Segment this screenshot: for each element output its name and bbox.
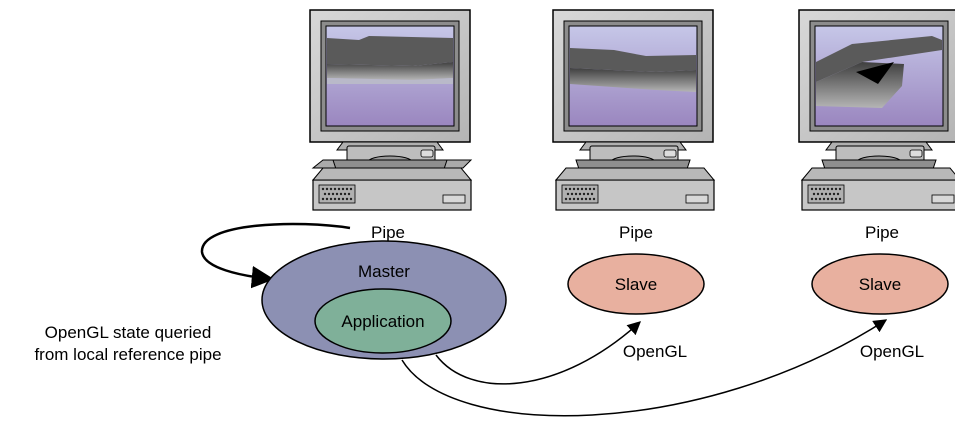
pipe-label-2: Pipe bbox=[619, 223, 653, 242]
crt-monitor-icon bbox=[798, 9, 955, 169]
computer-1 bbox=[309, 9, 473, 211]
crt-monitor-icon bbox=[552, 9, 714, 169]
note-line-1: OpenGL state queried bbox=[45, 323, 212, 342]
computer-3 bbox=[798, 9, 955, 211]
slave-label-1: Slave bbox=[615, 275, 658, 294]
computer-2 bbox=[552, 9, 716, 211]
slave-node-2 bbox=[811, 253, 949, 315]
desktop-base-unit-icon bbox=[554, 159, 716, 211]
curved-arrow-icon bbox=[401, 319, 888, 417]
note-line-2: from local reference pipe bbox=[34, 345, 221, 364]
application-label: Application bbox=[341, 312, 424, 331]
reference-loop-arrow-icon bbox=[200, 222, 351, 289]
curved-arrow-icon bbox=[435, 321, 641, 385]
slave-label-2: Slave bbox=[859, 275, 902, 294]
desktop-base-unit-icon bbox=[311, 159, 473, 211]
application-node bbox=[314, 288, 452, 354]
desktop-base-unit-icon bbox=[800, 159, 955, 211]
master-label: Master bbox=[358, 262, 410, 281]
opengl-label-2: OpenGL bbox=[860, 342, 924, 361]
slave-node-1 bbox=[567, 253, 705, 315]
pipe-label-1: Pipe bbox=[371, 223, 405, 242]
crt-monitor-icon bbox=[309, 9, 471, 169]
opengl-label-1: OpenGL bbox=[623, 342, 687, 361]
pipe-label-3: Pipe bbox=[865, 223, 899, 242]
